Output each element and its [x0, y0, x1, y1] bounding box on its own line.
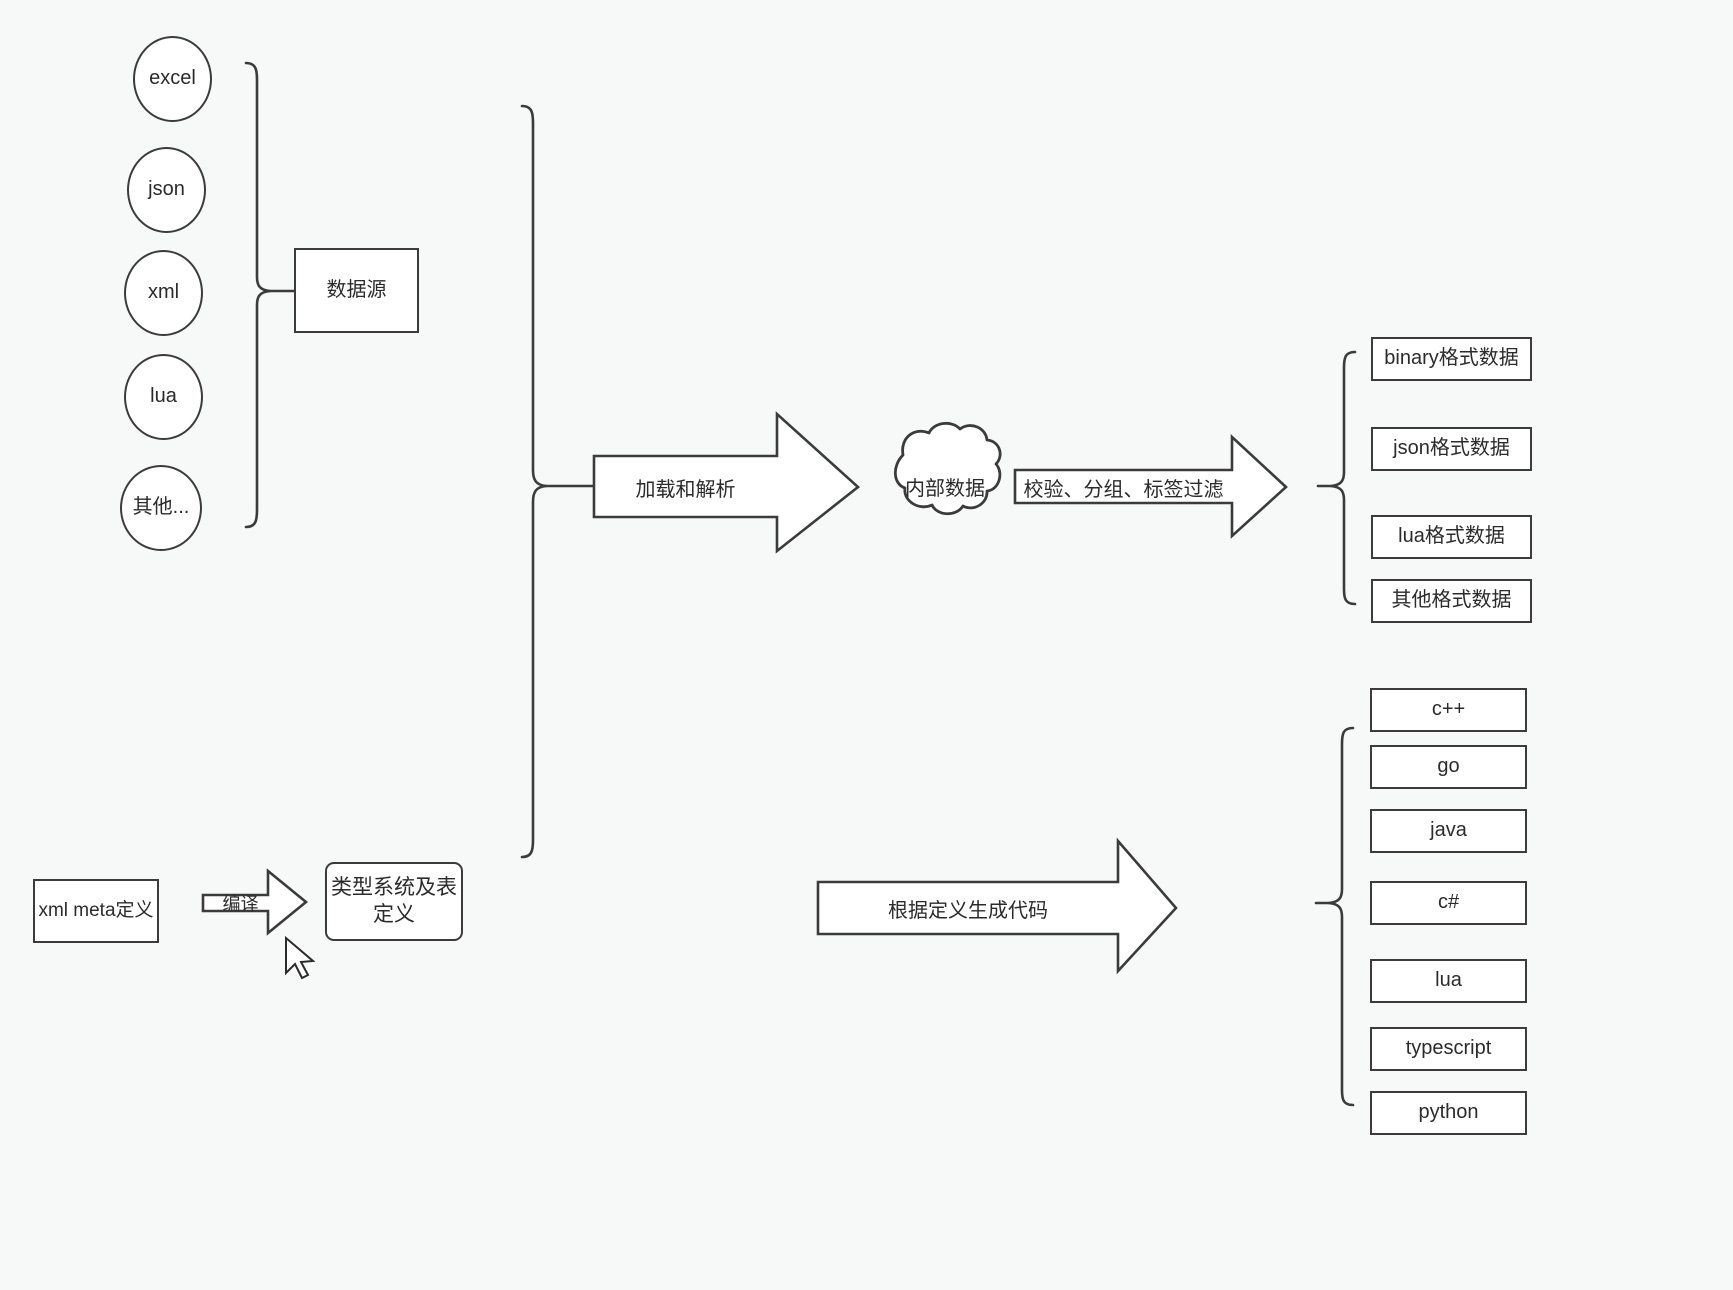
output-format-json[interactable]: json格式数据 [1371, 427, 1532, 471]
type-system-box[interactable]: 类型系统及表定义 [325, 862, 463, 941]
datasource-node-label: xml [147, 281, 180, 304]
output-language-python[interactable]: python [1370, 1091, 1527, 1135]
output-language-label: go [1437, 755, 1460, 778]
output-language-label: typescript [1405, 1037, 1492, 1060]
output-format-label: 其他格式数据 [1391, 589, 1512, 612]
internal-data-cloud-icon [893, 422, 1002, 516]
output-format-label: binary格式数据 [1384, 347, 1519, 370]
validate-group-filter-arrow-icon[interactable] [1013, 434, 1288, 539]
output-format-label: lua格式数据 [1398, 525, 1505, 548]
output-language-csharp[interactable]: c# [1370, 881, 1527, 925]
output-language-label: lua [1435, 969, 1462, 992]
mouse-cursor-icon [285, 935, 316, 980]
datasource-group-label: 数据源 [326, 278, 387, 301]
datasource-node-label: json [148, 178, 185, 201]
output-language-label: python [1418, 1101, 1479, 1124]
datasource-node-other[interactable]: 其他... [120, 465, 202, 551]
output-language-go[interactable]: go [1370, 745, 1527, 789]
datasource-node-label: excel [149, 67, 196, 90]
output-language-label: c++ [1431, 698, 1466, 721]
output-language-typescript[interactable]: typescript [1370, 1027, 1527, 1071]
datasource-node-lua[interactable]: lua [124, 354, 203, 440]
xml-meta-definition-label: xml meta定义 [38, 899, 154, 921]
output-format-brace-icon [1316, 350, 1357, 606]
pipeline-brace-icon [520, 104, 596, 859]
output-language-brace-icon [1314, 726, 1355, 1107]
xml-meta-definition-box[interactable]: xml meta定义 [33, 879, 159, 943]
output-language-cpp[interactable]: c++ [1370, 688, 1527, 732]
datasource-node-json[interactable]: json [127, 147, 206, 233]
datasource-node-label: 其他... [132, 496, 190, 519]
datasource-node-xml[interactable]: xml [124, 250, 203, 336]
output-format-binary[interactable]: binary格式数据 [1371, 337, 1532, 381]
output-language-java[interactable]: java [1370, 809, 1527, 853]
output-language-label: c# [1437, 891, 1460, 914]
output-language-label: java [1430, 819, 1467, 842]
output-format-label: json格式数据 [1393, 437, 1510, 460]
compile-arrow-icon[interactable] [201, 868, 309, 936]
type-system-label: 类型系统及表定义 [331, 875, 457, 926]
codegen-arrow-icon[interactable] [816, 837, 1178, 975]
internal-data-cloud-label: 内部数据 [905, 477, 985, 500]
datasource-group-box[interactable]: 数据源 [294, 248, 419, 333]
output-format-other[interactable]: 其他格式数据 [1371, 579, 1532, 623]
output-format-lua[interactable]: lua格式数据 [1371, 515, 1532, 559]
output-language-lua[interactable]: lua [1370, 959, 1527, 1003]
load-parse-arrow-icon[interactable] [592, 411, 861, 554]
datasource-node-label: lua [150, 385, 177, 408]
datasource-brace-icon [244, 61, 296, 529]
datasource-node-excel[interactable]: excel [133, 36, 212, 122]
